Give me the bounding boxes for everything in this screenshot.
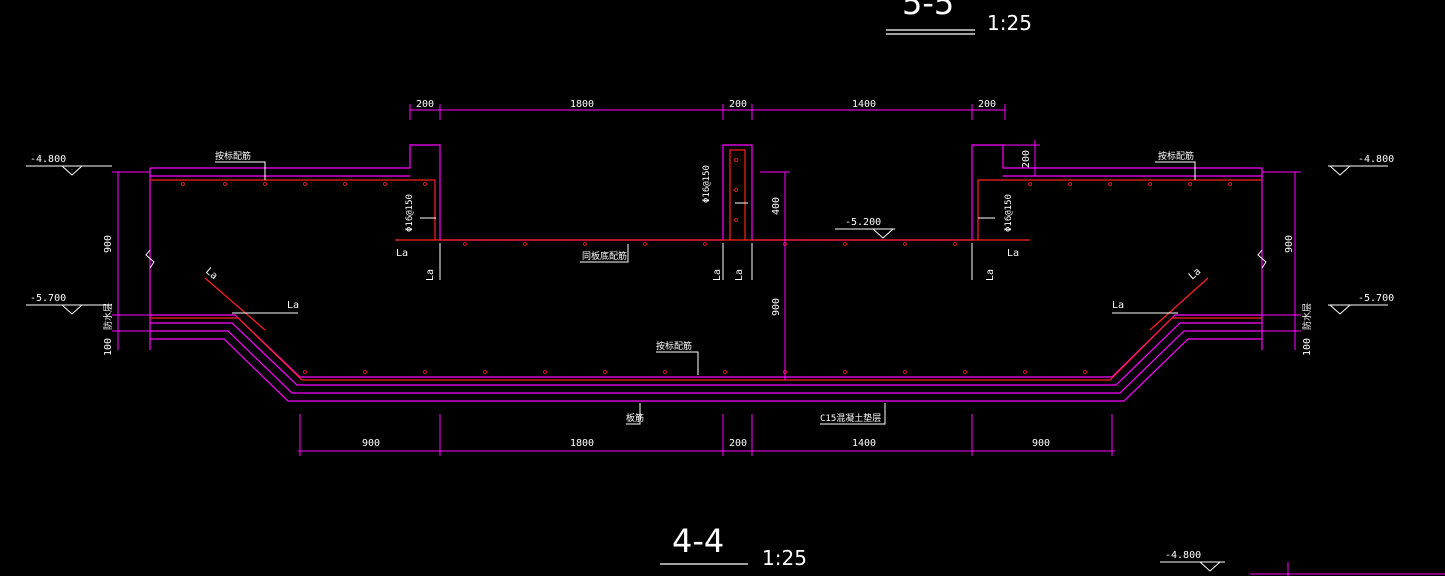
elevation-corner: -4.800 bbox=[1165, 550, 1201, 561]
bottom-dim-2: 1800 bbox=[570, 438, 594, 449]
note-top-left: 按标配筋 bbox=[215, 150, 251, 162]
middle-900-dim: 900 bbox=[771, 298, 782, 316]
rebar-label-left: Φ16@150 bbox=[405, 194, 415, 232]
middle-400-dim: 400 bbox=[771, 197, 782, 215]
la-label-7: La bbox=[287, 300, 299, 311]
note-bottom-left: 板筋 bbox=[626, 412, 644, 424]
note-cushion: C15混凝土垫层 bbox=[820, 412, 881, 424]
bottom-dimension-chain bbox=[298, 414, 1115, 456]
elevation-left-lower: -5.700 bbox=[30, 293, 66, 304]
rebar-label-right: Φ16@150 bbox=[1004, 194, 1014, 232]
top-dim-5: 200 bbox=[978, 99, 996, 110]
note-top-right: 按标配筋 bbox=[1158, 150, 1194, 162]
side-dimension-labels: 900 900 100 100 200 400 900 bbox=[103, 150, 1313, 356]
rebar-dots bbox=[181, 158, 1232, 374]
elevation-labels: -4.800 -4.800 -5.700 -5.700 -5.200 -4.80… bbox=[30, 154, 1394, 561]
la-label-8: La bbox=[1112, 300, 1124, 311]
bottom-dim-3: 200 bbox=[729, 438, 747, 449]
elevation-markers bbox=[26, 165, 1388, 572]
note-side-left: 防水层 bbox=[102, 303, 114, 330]
top-dim-1: 200 bbox=[416, 99, 434, 110]
right-parapet-dim: 200 bbox=[1021, 150, 1032, 168]
anchorage-text: La La La La La La La La La La bbox=[203, 248, 1203, 311]
top-dim-4: 1400 bbox=[852, 99, 876, 110]
elevation-left-top: -4.800 bbox=[30, 154, 66, 165]
note-side-right: 防水层 bbox=[1301, 303, 1313, 330]
main-section-number: 4-4 bbox=[672, 522, 724, 560]
elevation-center: -5.200 bbox=[845, 217, 881, 228]
left-wall-dim: 900 bbox=[103, 235, 114, 253]
bottom-dimension-labels: 900 1800 200 1400 900 bbox=[362, 438, 1050, 449]
bottom-dim-4: 1400 bbox=[852, 438, 876, 449]
la-label-2: La bbox=[425, 269, 436, 281]
top-dimension-labels: 200 1800 200 1400 200 bbox=[416, 99, 996, 110]
main-section-scale: 1:25 bbox=[762, 546, 807, 570]
concrete-outline bbox=[149, 144, 1263, 402]
anchorage-ticks bbox=[439, 243, 973, 280]
break-symbols bbox=[145, 249, 1267, 269]
notes: 按标配筋 按标配筋 同板底配筋 按标配筋 C15混凝土垫层 板筋 防水层 防水层 bbox=[102, 150, 1313, 424]
right-bottom-dim: 100 bbox=[1302, 338, 1313, 356]
top-section-scale: 1:25 bbox=[987, 11, 1032, 35]
la-label-5: La bbox=[985, 269, 996, 281]
bottom-dim-5: 900 bbox=[1032, 438, 1050, 449]
rebar-label-middle: Φ16@150 bbox=[702, 165, 712, 203]
elevation-right-top: -4.800 bbox=[1358, 154, 1394, 165]
main-section-title: 4-4 1:25 bbox=[660, 522, 807, 570]
corner-fragment bbox=[1250, 562, 1445, 576]
la-label-6: La bbox=[1007, 248, 1019, 259]
top-dim-2: 1800 bbox=[570, 99, 594, 110]
top-section-title: 5-5 1:25 bbox=[886, 0, 1032, 35]
la-label-9: La bbox=[203, 266, 219, 282]
note-leaders bbox=[215, 161, 1196, 425]
la-label-3: La bbox=[712, 269, 723, 281]
side-dimension-lines bbox=[112, 140, 1301, 380]
la-label-10: La bbox=[1187, 266, 1203, 282]
top-dimension-chain bbox=[409, 104, 1006, 120]
note-bottom-bar: 按标配筋 bbox=[656, 340, 692, 352]
top-section-number: 5-5 bbox=[902, 0, 954, 22]
rebar-lines bbox=[150, 149, 1262, 381]
left-bottom-dim: 100 bbox=[103, 338, 114, 356]
right-wall-dim: 900 bbox=[1284, 235, 1295, 253]
la-label-4: La bbox=[734, 269, 745, 281]
rebar-labels: Φ16@150 Φ16@150 Φ16@150 bbox=[405, 165, 1014, 232]
top-dim-3: 200 bbox=[729, 99, 747, 110]
elevation-right-lower: -5.700 bbox=[1358, 293, 1394, 304]
note-middle-bar: 同板底配筋 bbox=[582, 250, 627, 262]
la-label-1: La bbox=[396, 248, 408, 259]
bottom-dim-1: 900 bbox=[362, 438, 380, 449]
